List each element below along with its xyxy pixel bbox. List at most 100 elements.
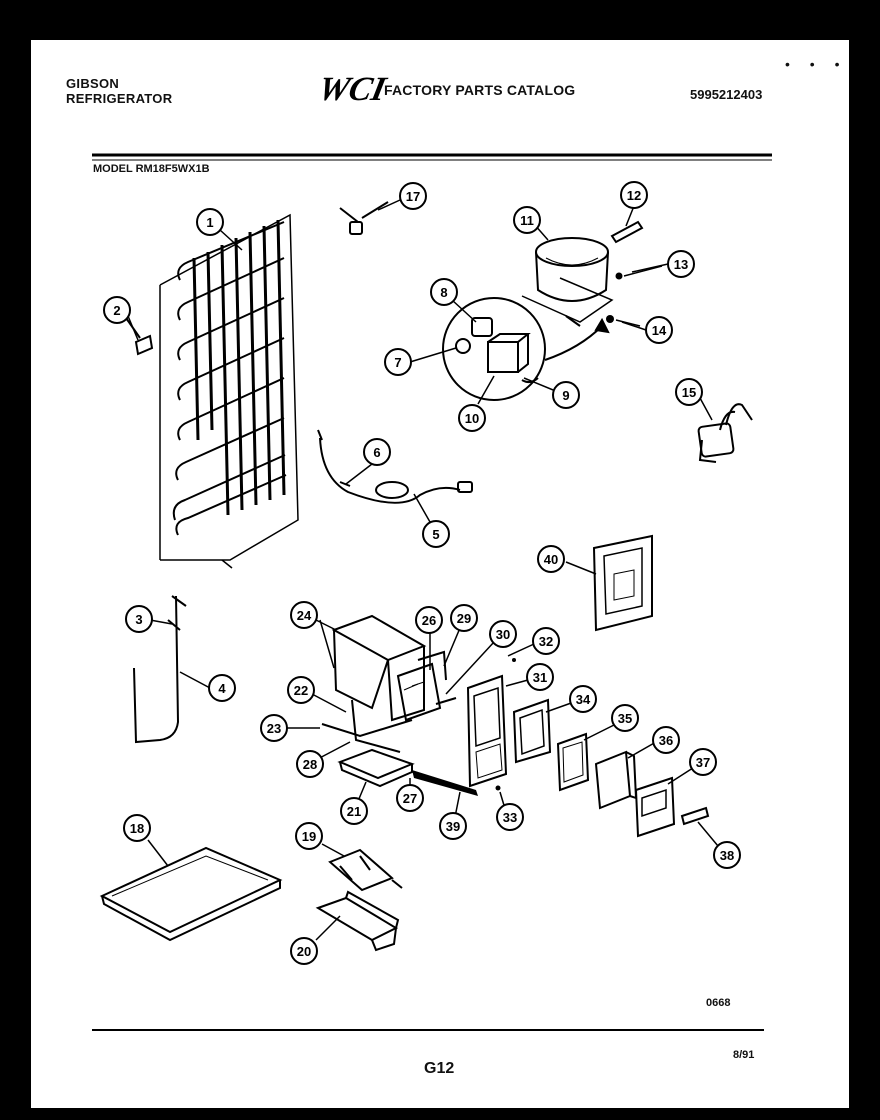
svg-text:34: 34 bbox=[576, 692, 591, 707]
wire-harness bbox=[317, 429, 473, 504]
svg-text:29: 29 bbox=[457, 611, 471, 626]
part-number: 5995212403 bbox=[690, 87, 763, 102]
svg-text:26: 26 bbox=[422, 613, 436, 628]
svg-text:1: 1 bbox=[206, 215, 213, 230]
svg-text:9: 9 bbox=[562, 388, 569, 403]
callout-20: 20 bbox=[290, 937, 318, 965]
svg-text:5: 5 bbox=[432, 527, 439, 542]
gasket-strip bbox=[412, 770, 478, 796]
svg-text:20: 20 bbox=[297, 944, 311, 959]
callout-17: 17 bbox=[399, 182, 427, 210]
callout-40: 40 bbox=[537, 545, 565, 573]
svg-text:35: 35 bbox=[618, 711, 632, 726]
svg-text:8: 8 bbox=[440, 285, 447, 300]
catalog-title: FACTORY PARTS CATALOG bbox=[384, 82, 576, 98]
grommet bbox=[615, 272, 623, 280]
callout-28: 28 bbox=[296, 750, 324, 778]
chute bbox=[315, 890, 400, 952]
control-panel bbox=[634, 776, 676, 838]
callout-10: 10 bbox=[458, 404, 486, 432]
svg-text:27: 27 bbox=[403, 791, 417, 806]
leader-lines bbox=[127, 199, 719, 941]
svg-text:15: 15 bbox=[682, 385, 696, 400]
callout-18: 18 bbox=[123, 814, 151, 842]
svg-text:17: 17 bbox=[406, 189, 420, 204]
svg-text:38: 38 bbox=[720, 848, 734, 863]
cover-panel bbox=[592, 534, 653, 632]
callout-22: 22 bbox=[287, 676, 315, 704]
callout-12: 12 bbox=[620, 181, 648, 209]
callout-19: 19 bbox=[295, 822, 323, 850]
svg-text:10: 10 bbox=[465, 411, 479, 426]
callout-7: 7 bbox=[384, 348, 412, 376]
model-number: MODEL RM18F5WX1B bbox=[93, 163, 210, 175]
svg-text:3: 3 bbox=[135, 612, 142, 627]
svg-text:21: 21 bbox=[347, 804, 361, 819]
callout-35: 35 bbox=[611, 704, 639, 732]
label-plate bbox=[680, 806, 710, 826]
callout-33: 33 bbox=[496, 803, 524, 831]
svg-text:39: 39 bbox=[446, 819, 460, 834]
svg-text:12: 12 bbox=[627, 188, 641, 203]
svg-text:13: 13 bbox=[674, 257, 688, 272]
svg-text:24: 24 bbox=[297, 608, 312, 623]
condenser-coil bbox=[159, 213, 299, 569]
svg-text:33: 33 bbox=[503, 810, 517, 825]
callout-5: 5 bbox=[422, 520, 450, 548]
svg-text:32: 32 bbox=[539, 634, 553, 649]
callout-9: 9 bbox=[552, 381, 580, 409]
svg-text:37: 37 bbox=[696, 755, 710, 770]
callout-6: 6 bbox=[363, 438, 391, 466]
svg-text:2: 2 bbox=[113, 303, 120, 318]
control-housing bbox=[594, 750, 638, 810]
svg-text:40: 40 bbox=[544, 552, 558, 567]
callout-2: 2 bbox=[103, 296, 131, 324]
callout-23: 23 bbox=[260, 714, 288, 742]
ice-maker-assembly bbox=[321, 614, 447, 788]
terminal-clip bbox=[610, 220, 644, 244]
coil-clip bbox=[125, 317, 154, 356]
heater bbox=[328, 848, 403, 892]
svg-text:WCI: WCI bbox=[315, 70, 391, 108]
callout-3: 3 bbox=[125, 605, 153, 633]
svg-text:11: 11 bbox=[520, 213, 534, 228]
callout-30: 30 bbox=[489, 620, 517, 648]
callout-14: 14 bbox=[645, 316, 673, 344]
callout-21: 21 bbox=[340, 797, 368, 825]
callout-37: 37 bbox=[689, 748, 717, 776]
svg-text:31: 31 bbox=[533, 670, 547, 685]
page-number: G12 bbox=[424, 1060, 455, 1077]
svg-text:23: 23 bbox=[267, 721, 281, 736]
svg-text:18: 18 bbox=[130, 821, 144, 836]
callout-39: 39 bbox=[439, 812, 467, 840]
svg-text:14: 14 bbox=[652, 323, 667, 338]
callout-15: 15 bbox=[675, 378, 703, 406]
callout-13: 13 bbox=[667, 250, 695, 278]
svg-text:30: 30 bbox=[496, 627, 510, 642]
svg-text:6: 6 bbox=[373, 445, 380, 460]
callout-11: 11 bbox=[513, 206, 541, 234]
brand-label: GIBSON REFRIGERATOR bbox=[66, 76, 172, 106]
callout-31: 31 bbox=[526, 663, 554, 691]
callout-29: 29 bbox=[450, 604, 478, 632]
gasket-frame bbox=[556, 732, 590, 792]
drip-tray bbox=[99, 846, 283, 942]
corner-dots: • • • bbox=[785, 56, 848, 72]
svg-text:4: 4 bbox=[218, 681, 226, 696]
product-type: REFRIGERATOR bbox=[66, 91, 173, 106]
capacitor bbox=[697, 403, 753, 463]
compressor bbox=[521, 237, 614, 327]
relay-overload-group bbox=[442, 297, 610, 401]
capillary-tube bbox=[133, 595, 187, 744]
callout-32: 32 bbox=[532, 627, 560, 655]
svg-text:19: 19 bbox=[302, 829, 316, 844]
screw bbox=[339, 201, 389, 235]
callout-24: 24 bbox=[290, 601, 318, 629]
dispenser-frame bbox=[435, 674, 508, 788]
svg-text:7: 7 bbox=[394, 355, 401, 370]
callout-36: 36 bbox=[652, 726, 680, 754]
callout-4: 4 bbox=[208, 674, 236, 702]
callout-8: 8 bbox=[430, 278, 458, 306]
wci-logo: WCI bbox=[315, 70, 391, 108]
